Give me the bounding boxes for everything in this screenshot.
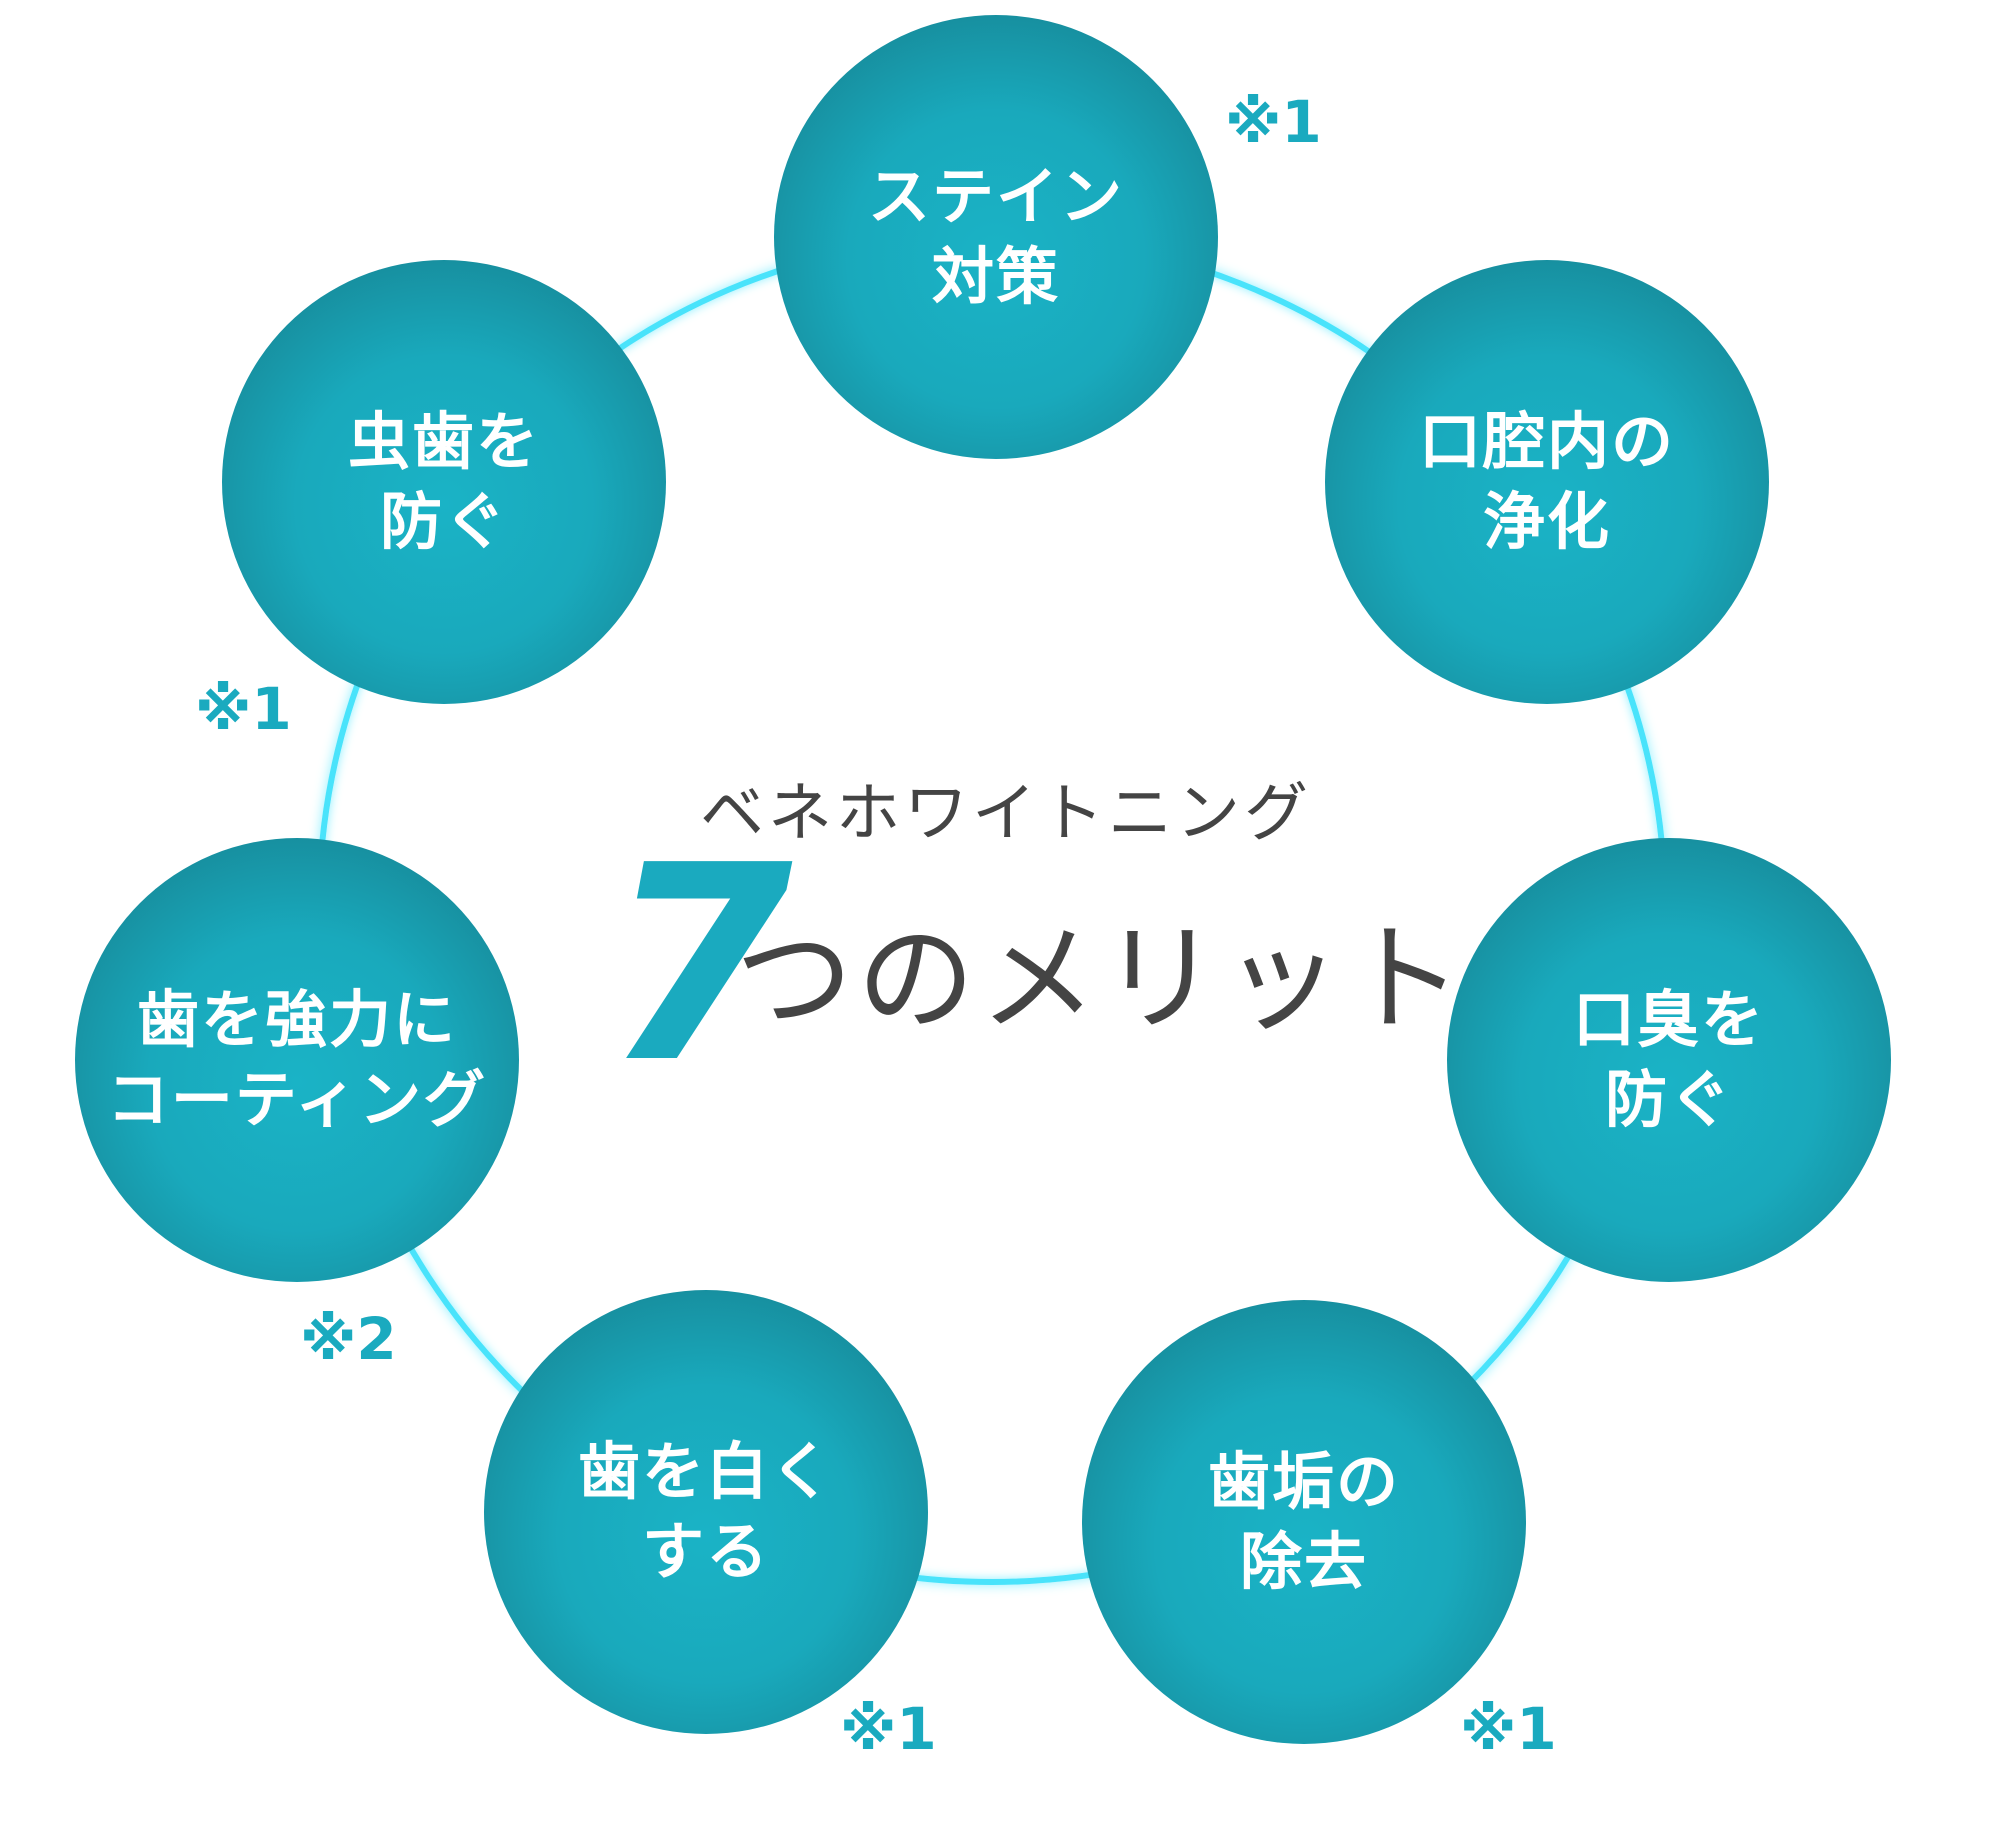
merit-label: 虫歯を: [347, 405, 540, 478]
merit-count: 7: [605, 807, 793, 1122]
merit-label: 歯垢の: [1207, 1445, 1400, 1518]
merit-label: 除去: [1239, 1525, 1368, 1598]
merit-cavity-prevention: 虫歯を 防ぐ: [222, 260, 666, 704]
merit-bad-breath: 口臭を 防ぐ: [1447, 838, 1891, 1282]
merit-coating: 歯を強力に コーティング: [75, 838, 519, 1282]
merit-label: 対策: [931, 240, 1060, 313]
merit-label: 防ぐ: [379, 485, 508, 558]
footnote-mark: ※1: [1460, 1695, 1557, 1763]
title-text: つのメリット: [735, 910, 1468, 1048]
footnote-mark: ※1: [840, 1695, 937, 1763]
merit-oral-cleansing: 口腔内の 浄化: [1325, 260, 1769, 704]
merit-label: コーティング: [106, 1063, 488, 1136]
merit-label: 口臭を: [1572, 983, 1765, 1056]
brand-subtitle: ベネホワイトニング: [700, 777, 1312, 851]
footnote-mark: ※1: [195, 675, 292, 743]
merit-label: 防ぐ: [1604, 1063, 1733, 1136]
merit-label: する: [641, 1515, 770, 1588]
merit-label: ステイン: [867, 160, 1124, 233]
footnote-mark: ※1: [1225, 88, 1322, 156]
merit-label: 歯を強力に: [136, 983, 457, 1056]
merit-whitening: 歯を白く する: [484, 1290, 928, 1734]
merit-plaque-removal: 歯垢の 除去: [1082, 1300, 1526, 1744]
footnote-mark: ※2: [300, 1305, 397, 1373]
merit-label: 浄化: [1482, 485, 1611, 558]
merit-label: 歯を白く: [577, 1435, 834, 1508]
merit-stain: ステイン 対策: [774, 15, 1218, 459]
merit-label: 口腔内の: [1418, 405, 1675, 478]
